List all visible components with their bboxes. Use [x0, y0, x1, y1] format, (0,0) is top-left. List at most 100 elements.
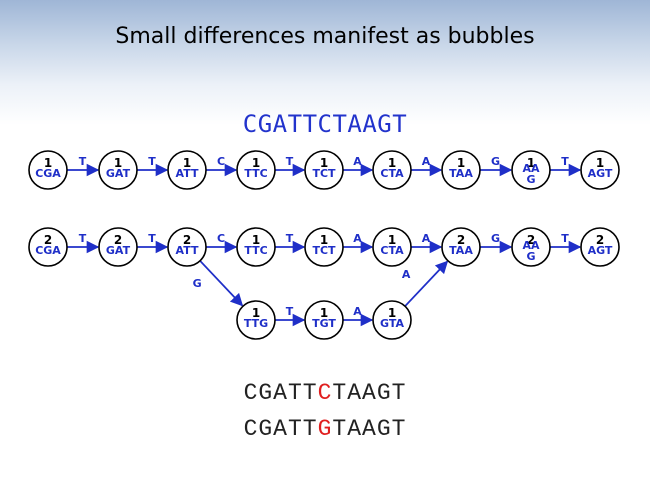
node-kmer: AGT: [588, 167, 613, 180]
node-count: 1: [252, 306, 260, 320]
node-kmer: TCT: [312, 244, 336, 257]
node-kmer: TTG: [244, 317, 268, 330]
edge-label: T: [79, 232, 87, 245]
sequence-g-suffix: TAAGT: [332, 416, 407, 442]
node-kmer: TGT: [312, 317, 336, 330]
node-circle: [511, 227, 551, 267]
node-kmer: GAT: [106, 167, 131, 180]
edge-label: T: [561, 155, 569, 168]
node-circle: [167, 150, 207, 190]
node-count: 1: [320, 156, 328, 170]
edge-label: T: [286, 155, 294, 168]
edge-label: A: [353, 232, 362, 245]
node-count: 1: [44, 156, 52, 170]
node-kmer: TTC: [244, 167, 267, 180]
node-kmer: CTA: [380, 244, 404, 257]
edge-label: T: [148, 155, 156, 168]
node-circle: [372, 150, 412, 190]
edge-label: T: [561, 232, 569, 245]
edge-label: A: [422, 232, 431, 245]
edge-b3-m7: [404, 260, 449, 307]
edge-label: A: [353, 155, 362, 168]
node-count: 1: [388, 156, 396, 170]
node-kmer: CGA: [35, 244, 61, 257]
node-count: 2: [183, 233, 191, 247]
edge-label: T: [79, 155, 87, 168]
node-count: 1: [114, 156, 122, 170]
node-circle: [511, 150, 551, 190]
node-kmer: AA: [522, 239, 540, 252]
node-kmer: ATT: [176, 167, 199, 180]
sequence-c-prefix: CGATT: [243, 380, 318, 406]
node-kmer: TCT: [312, 167, 336, 180]
node-circle: [304, 300, 344, 340]
node-kmer: TTC: [244, 244, 267, 257]
sequence-variant-g: CGATTGTAAGT: [0, 416, 650, 442]
node-count: 1: [320, 233, 328, 247]
node-circle: [236, 300, 276, 340]
sequence-g-highlight: G: [317, 416, 333, 442]
edge-label: T: [286, 232, 294, 245]
node-kmer: TAA: [449, 167, 473, 180]
edge-label: G: [193, 277, 202, 290]
edge-label: C: [217, 232, 225, 245]
node-count: 2: [527, 233, 535, 247]
node-count: 1: [252, 233, 260, 247]
node-circle: [167, 227, 207, 267]
node-kmer: TAA: [449, 244, 473, 257]
sequence-c-highlight: C: [317, 380, 333, 406]
node-circle: [580, 227, 620, 267]
node-count: 1: [388, 233, 396, 247]
edge-label: T: [148, 232, 156, 245]
slide-title: Small differences manifest as bubbles: [115, 24, 535, 49]
node-kmer: G: [526, 250, 535, 263]
edge-label: A: [422, 155, 431, 168]
node-kmer: CGA: [35, 167, 61, 180]
edge-label: A: [402, 268, 411, 281]
node-count: 2: [457, 233, 465, 247]
edge-label: G: [491, 232, 500, 245]
node-circle: [580, 150, 620, 190]
node-kmer: ATT: [176, 244, 199, 257]
node-count: 2: [44, 233, 52, 247]
node-circle: [98, 150, 138, 190]
node-kmer: CTA: [380, 167, 404, 180]
node-count: 1: [320, 306, 328, 320]
node-count: 1: [527, 156, 535, 170]
node-count: 1: [183, 156, 191, 170]
node-count: 1: [388, 306, 396, 320]
node-kmer: GAT: [106, 244, 131, 257]
node-count: 2: [114, 233, 122, 247]
node-circle: [28, 227, 68, 267]
edge-label: G: [491, 155, 500, 168]
node-kmer: AA: [522, 162, 540, 175]
edge-label: C: [217, 155, 225, 168]
sequence-c-suffix: TAAGT: [332, 380, 407, 406]
sequence-g-prefix: CGATT: [243, 416, 318, 442]
node-circle: [236, 227, 276, 267]
node-circle: [304, 227, 344, 267]
node-circle: [236, 150, 276, 190]
node-kmer: G: [526, 173, 535, 186]
